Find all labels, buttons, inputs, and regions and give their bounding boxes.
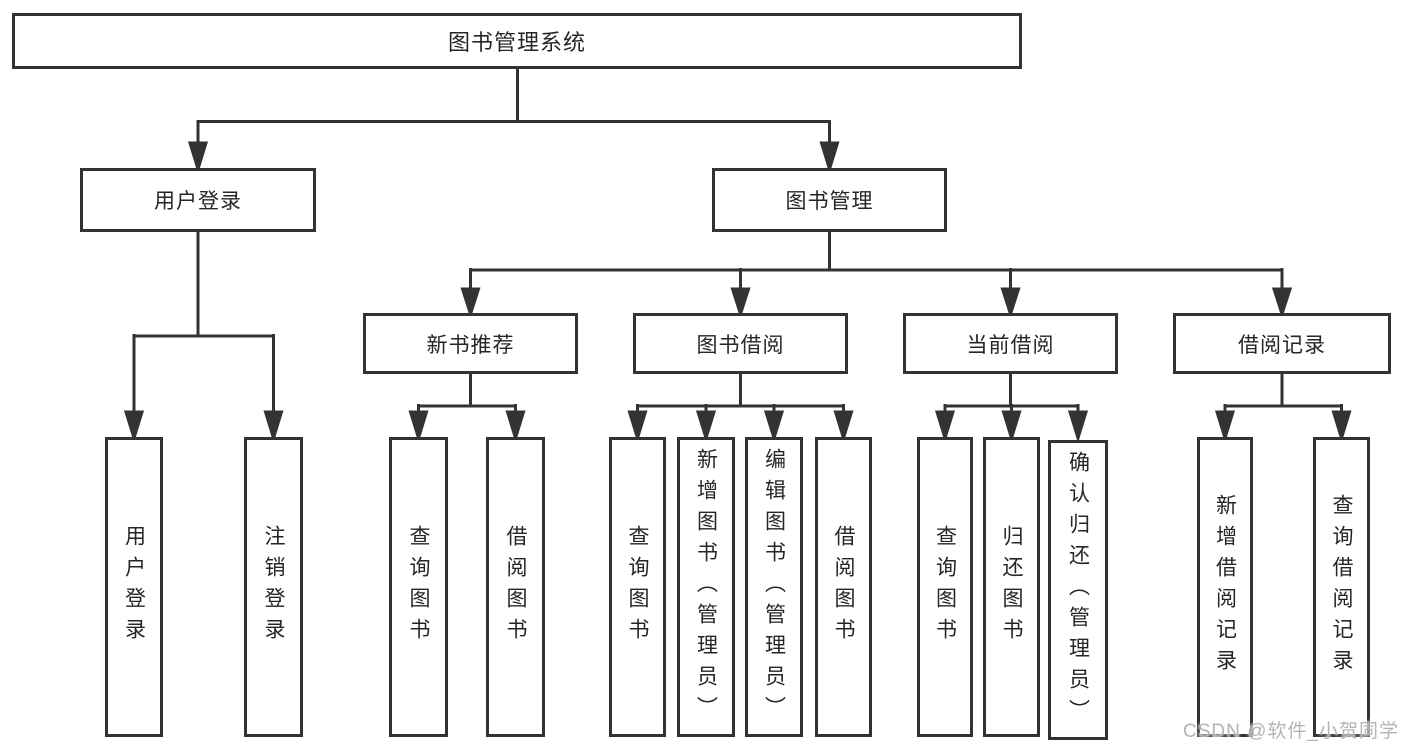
leaf-edit-books-admin: 编辑图书（管理员）: [745, 437, 803, 737]
leaf-user-login: 用户登录: [105, 437, 163, 737]
node-book-borrowing: 图书借阅: [633, 313, 848, 374]
leaf-logout: 注销登录: [244, 437, 303, 737]
leaf-add-books-admin: 新增图书（管理员）: [677, 437, 735, 737]
leaf-return-books: 归还图书: [983, 437, 1040, 737]
leaf-confirm-return-admin: 确认归还（管理员）: [1048, 440, 1108, 740]
watermark: CSDN @软件_小贺同学: [1183, 721, 1399, 742]
node-library-management-system: 图书管理系统: [12, 13, 1022, 69]
leaf-recommend-borrow-books: 借阅图书: [486, 437, 545, 737]
leaf-query-borrow-record: 查询借阅记录: [1313, 437, 1370, 737]
leaf-add-borrow-record: 新增借阅记录: [1197, 437, 1253, 737]
leaf-borrow-books: 借阅图书: [815, 437, 872, 737]
node-borrowing-records: 借阅记录: [1173, 313, 1391, 374]
leaf-recommend-query-books: 查询图书: [389, 437, 448, 737]
leaf-current-query-books: 查询图书: [917, 437, 973, 737]
node-new-book-recommendation: 新书推荐: [363, 313, 578, 374]
node-current-borrowing: 当前借阅: [903, 313, 1118, 374]
leaf-borrow-query-books: 查询图书: [609, 437, 666, 737]
node-user-login-branch: 用户登录: [80, 168, 316, 232]
node-book-management-branch: 图书管理: [712, 168, 947, 232]
